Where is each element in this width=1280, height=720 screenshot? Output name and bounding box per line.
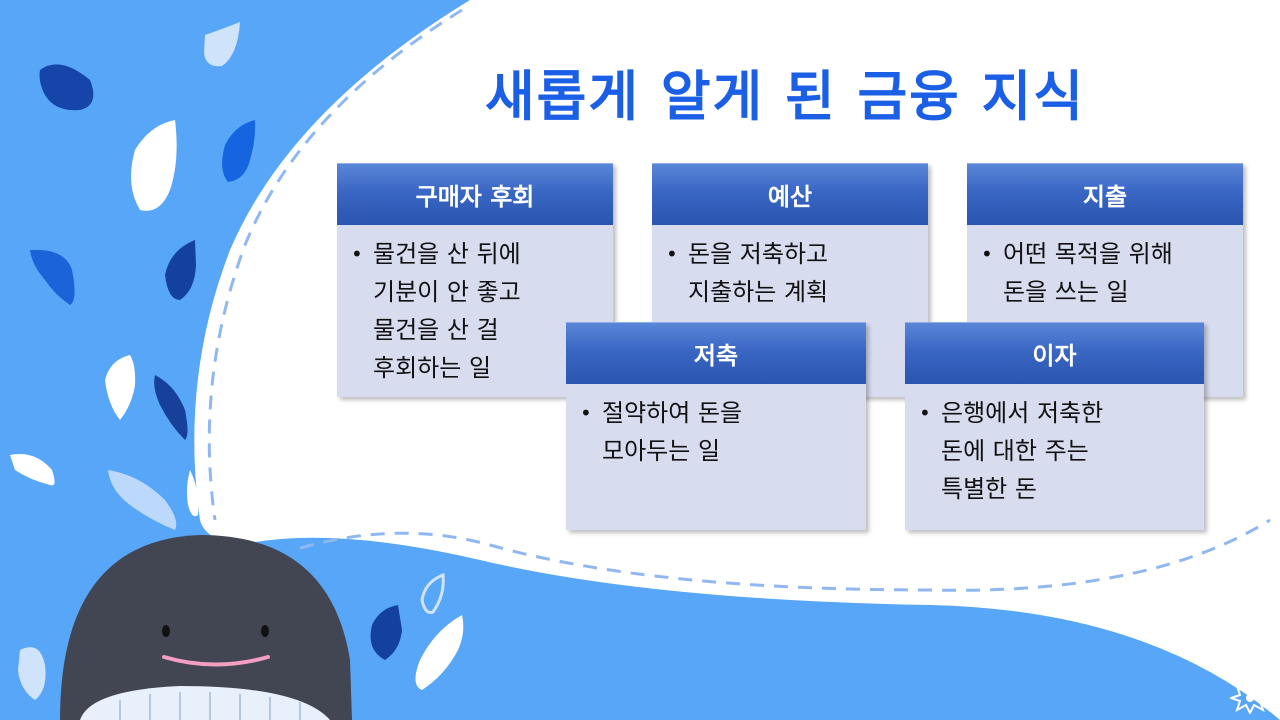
page-title: 새롭게 알게 된 금융 지식 [485, 65, 1085, 128]
drop-icon [370, 605, 402, 660]
drop-icon [204, 22, 240, 67]
drop-icon [165, 240, 196, 300]
dashed-stitch [207, 8, 1271, 592]
drop-icon [415, 615, 464, 690]
whale-illustration [60, 535, 352, 720]
card-bullet: 은행에서 저축한 돈에 대한 주는 특별한 돈 [919, 394, 1190, 508]
drop-icon [420, 572, 445, 614]
card-heading: 이자 [905, 322, 1204, 384]
card-heading: 지출 [967, 163, 1243, 225]
card-bullet: 물건을 산 뒤에 기분이 안 좋고 물건을 산 걸 후회하는 일 [351, 235, 599, 387]
drop-icon [186, 470, 199, 517]
card-bullet: 절약하여 돈을 모아두는 일 [580, 394, 852, 470]
card-body: 절약하여 돈을 모아두는 일 [566, 384, 866, 530]
whale-belly [80, 686, 330, 720]
brand-logo-icon [1230, 680, 1270, 714]
drop-icon [108, 470, 177, 530]
drop-icon [18, 647, 46, 700]
term-card-interest: 이자 은행에서 저축한 돈에 대한 주는 특별한 돈 [905, 322, 1204, 530]
drop-icon [10, 454, 55, 486]
term-card-saving: 저축 절약하여 돈을 모아두는 일 [566, 322, 866, 530]
whale-eye [162, 625, 170, 637]
drop-icon [30, 249, 75, 305]
drop-icon [154, 375, 188, 440]
drop-icon [105, 355, 136, 420]
drop-icon [222, 120, 256, 182]
card-heading: 저축 [566, 322, 866, 384]
card-heading: 구매자 후회 [337, 163, 613, 225]
drop-icon [39, 64, 94, 111]
whale-smile [162, 655, 270, 667]
card-bullet: 돈을 저축하고 지출하는 계획 [666, 235, 914, 311]
card-heading: 예산 [652, 163, 928, 225]
drop-icon [131, 120, 177, 211]
card-body: 은행에서 저축한 돈에 대한 주는 특별한 돈 [905, 384, 1204, 530]
card-bullet: 어떤 목적을 위해 돈을 쓰는 일 [981, 235, 1229, 311]
water-drop-icons [10, 22, 464, 700]
whale-eye [261, 625, 269, 637]
